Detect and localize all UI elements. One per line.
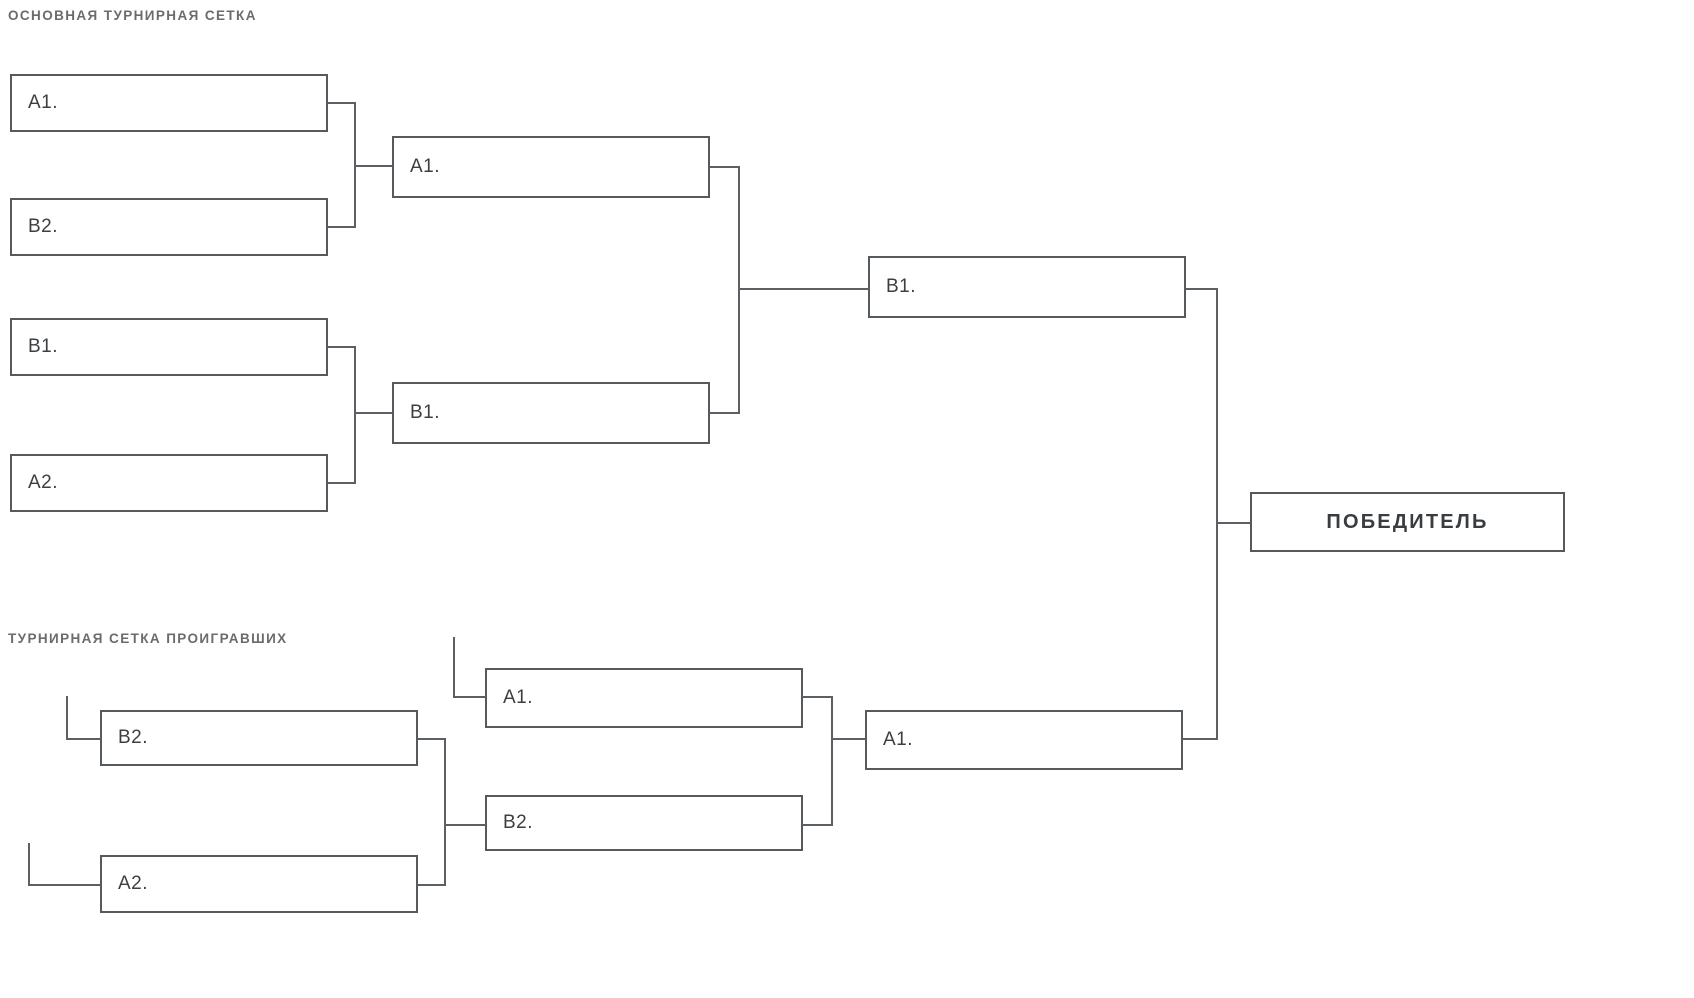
- main-r1-match3-box[interactable]: B1.: [10, 318, 328, 376]
- connector-losers-r1m1-out: [418, 738, 446, 740]
- main-r1-match1-box[interactable]: A1.: [10, 74, 328, 132]
- connector-main-r2-to-final: [738, 288, 868, 290]
- connector-losers-feed2-horizontal: [28, 884, 100, 886]
- connector-main-r1m1-out: [328, 102, 356, 104]
- main-r2-match1-label: A1.: [410, 156, 441, 177]
- losers-r1-match1-label: B2.: [118, 727, 149, 748]
- losers-r2-match2-label: B2.: [503, 812, 534, 833]
- connector-losers-r1m2-out: [418, 884, 446, 886]
- main-r3-final-label: B1.: [886, 276, 917, 297]
- connector-grand-final-to-winner: [1216, 522, 1252, 524]
- main-r2-match2-label: B1.: [410, 402, 441, 423]
- connector-losers-feed3-vertical: [453, 637, 455, 697]
- connector-losers-r2-vertical: [831, 696, 833, 826]
- main-r3-final-box[interactable]: B1.: [868, 256, 1186, 318]
- connector-main-r1m4-out: [328, 482, 356, 484]
- connector-losers-final-out: [1183, 738, 1218, 740]
- connector-main-r1pair2-to-semi2: [354, 412, 392, 414]
- connector-main-r1m2-out: [328, 226, 356, 228]
- losers-r2-match2-box[interactable]: B2.: [485, 795, 803, 851]
- connector-main-r1m3-out: [328, 346, 356, 348]
- main-r1-match2-label: B2.: [28, 216, 59, 237]
- losers-r1-match2-box[interactable]: A2.: [100, 855, 418, 913]
- losers-r3-final-box[interactable]: A1.: [865, 710, 1183, 770]
- main-r2-match1-box[interactable]: A1.: [392, 136, 710, 198]
- main-r1-match1-label: A1.: [28, 92, 59, 113]
- connector-losers-r2m1-out: [803, 696, 833, 698]
- losers-r2-match1-box[interactable]: A1.: [485, 668, 803, 728]
- losers-r3-final-label: A1.: [883, 729, 914, 750]
- connector-losers-feed1-horizontal: [66, 738, 100, 740]
- connector-main-r1pair2-vertical: [354, 346, 356, 484]
- losers-r2-match1-label: A1.: [503, 687, 534, 708]
- connector-main-r2m2-out: [710, 412, 740, 414]
- connector-grand-final-spine: [1216, 288, 1218, 738]
- main-bracket-title: ОСНОВНАЯ ТУРНИРНАЯ СЕТКА: [8, 8, 257, 23]
- connector-losers-r1-to-r2: [444, 824, 486, 826]
- connector-main-r2m1-out: [710, 166, 740, 168]
- main-r1-match2-box[interactable]: B2.: [10, 198, 328, 256]
- main-r1-match4-box[interactable]: A2.: [10, 454, 328, 512]
- connector-losers-feed3-horizontal: [453, 696, 485, 698]
- winner-label: ПОБЕДИТЕЛЬ: [1326, 510, 1489, 533]
- connector-main-r1pair1-to-semi1: [354, 165, 392, 167]
- connector-main-r2-vertical: [738, 166, 740, 414]
- connector-losers-feed2-vertical: [28, 843, 30, 886]
- connector-losers-r2-to-r3: [831, 738, 867, 740]
- connector-losers-r2m2-out: [803, 824, 833, 826]
- winner-box[interactable]: ПОБЕДИТЕЛЬ: [1250, 492, 1565, 552]
- connector-main-final-out: [1186, 288, 1218, 290]
- losers-r1-match2-label: A2.: [118, 873, 149, 894]
- connector-losers-feed1-vertical: [66, 696, 68, 740]
- losers-r1-match1-box[interactable]: B2.: [100, 710, 418, 766]
- main-r2-match2-box[interactable]: B1.: [392, 382, 710, 444]
- losers-bracket-title: ТУРНИРНАЯ СЕТКА ПРОИГРАВШИХ: [8, 631, 288, 646]
- main-r1-match3-label: B1.: [28, 336, 59, 357]
- main-r1-match4-label: A2.: [28, 472, 59, 493]
- connector-losers-r1-vertical: [444, 738, 446, 886]
